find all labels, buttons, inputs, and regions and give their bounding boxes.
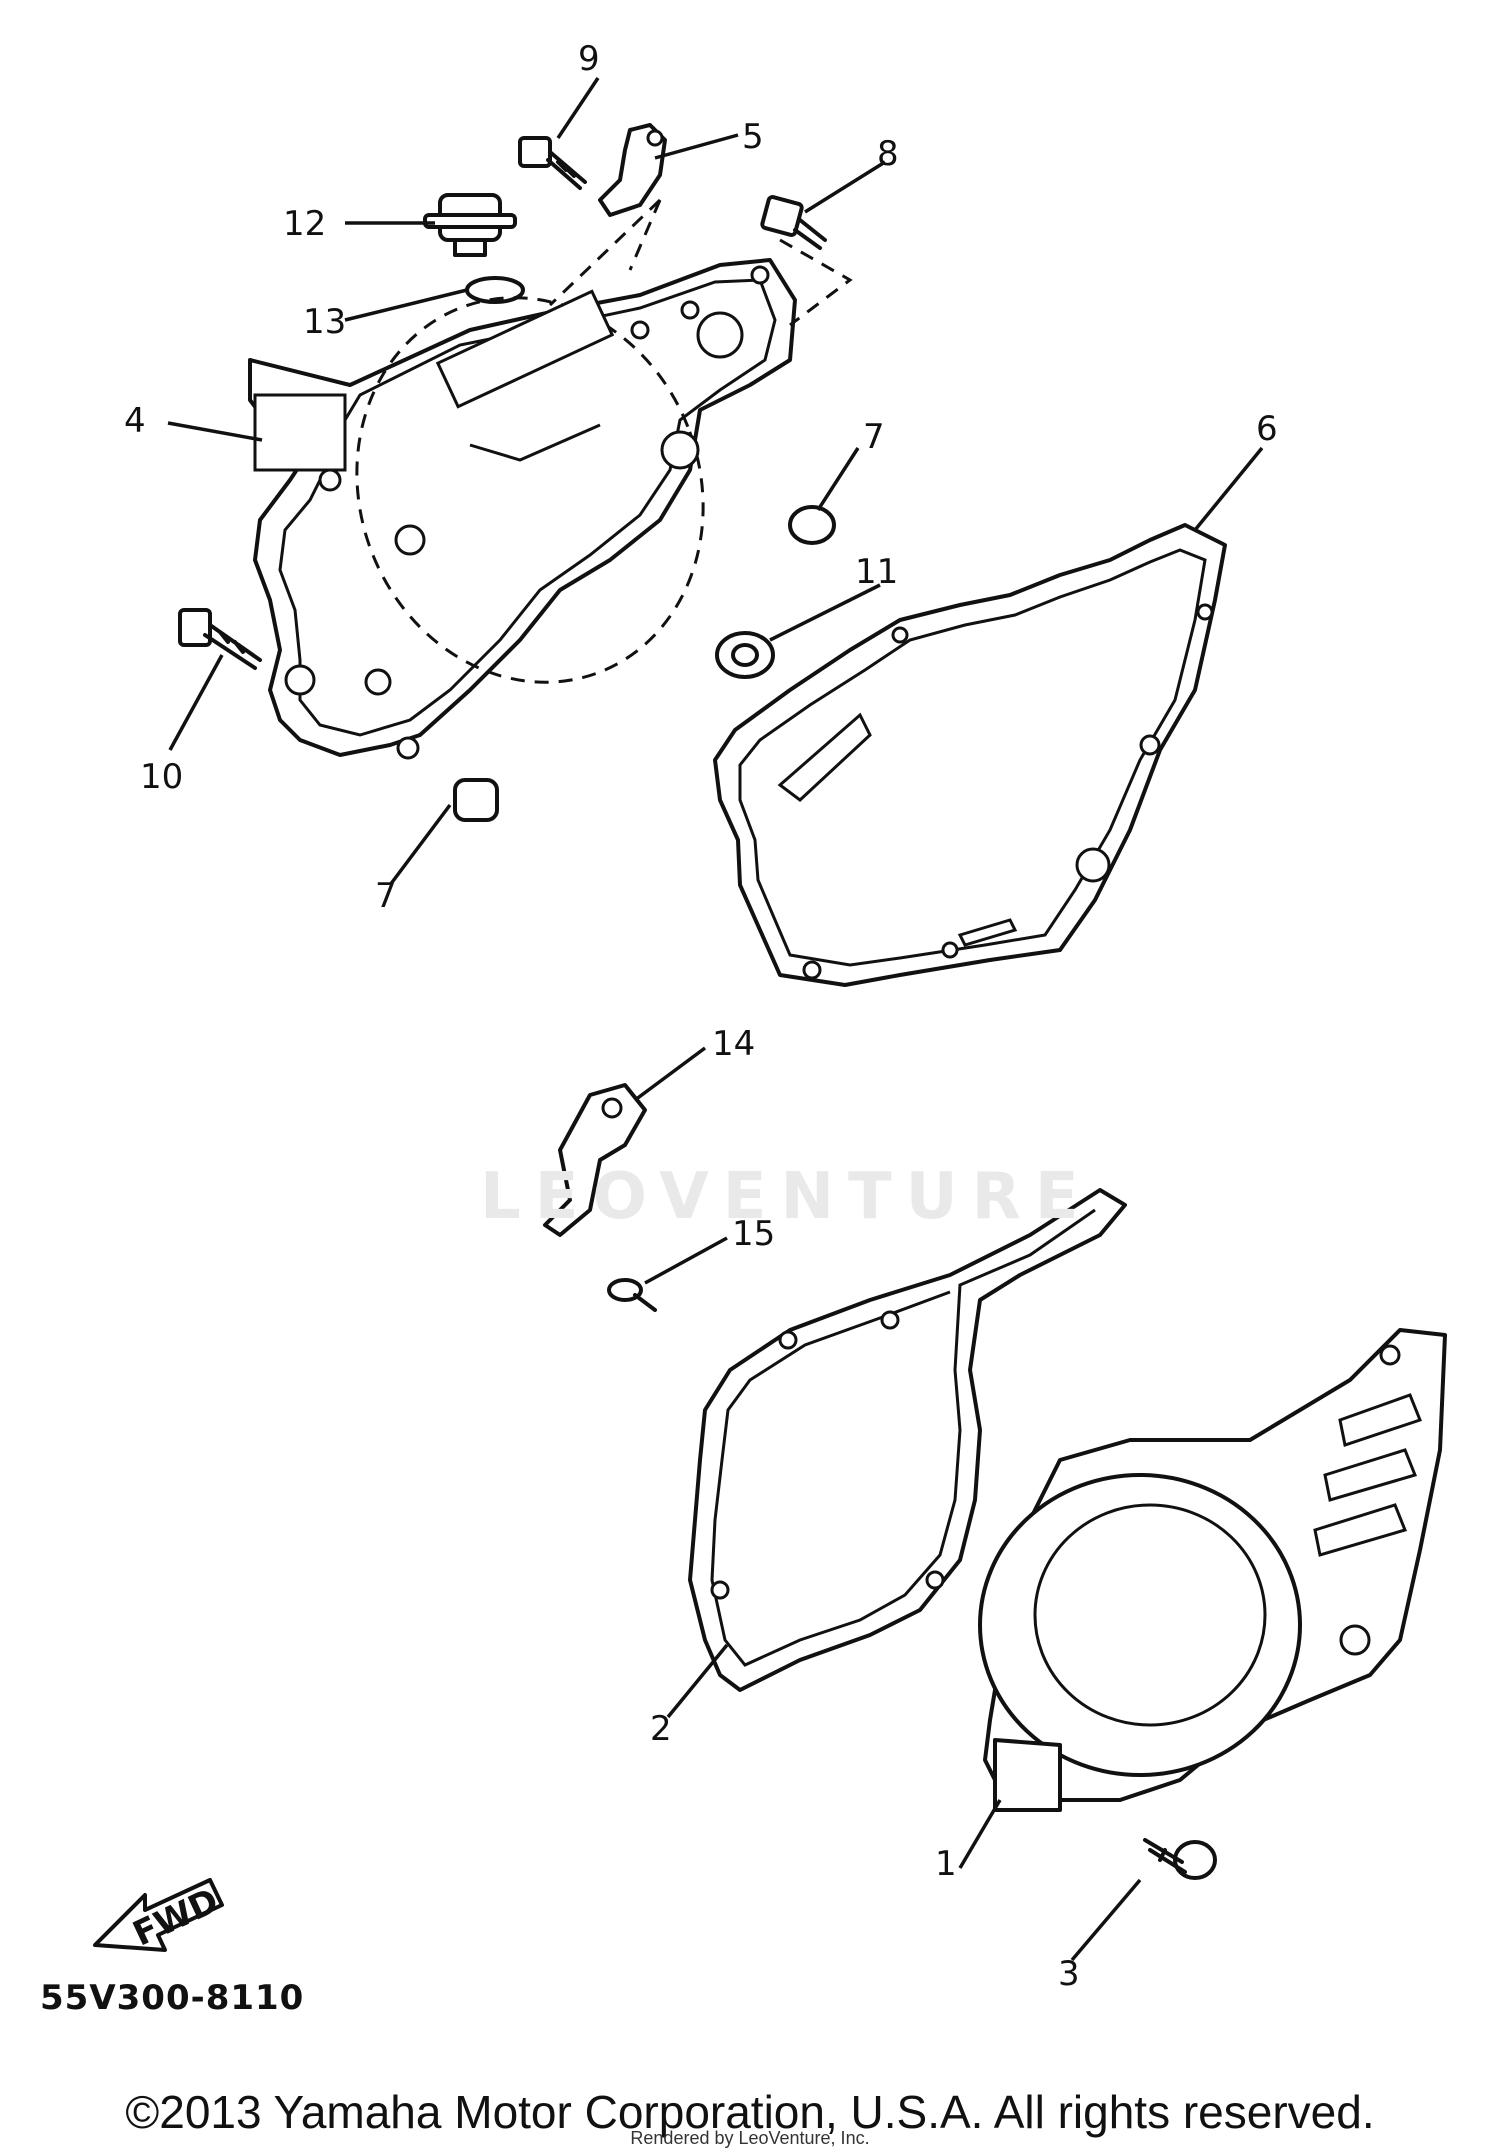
collar-part-7-lower (453, 778, 499, 822)
callout-3: 3 (1058, 1954, 1080, 1994)
rendered-by-note: Rendered by LeoVenture, Inc. (630, 2128, 870, 2148)
seal-part-11 (715, 631, 775, 679)
callout-5: 5 (742, 117, 764, 157)
forward-arrow-icon: FWD (93, 1878, 225, 1955)
bracket-part-5 (598, 123, 667, 217)
callout-6: 6 (1256, 409, 1278, 449)
cover-part-1 (978, 1328, 1447, 1812)
callout-8: 8 (877, 134, 899, 174)
callout-2: 2 (650, 1709, 672, 1749)
bolt-part-9 (518, 136, 587, 190)
callout-7-upper: 7 (863, 417, 885, 457)
callout-11: 11 (855, 552, 898, 592)
bolt-part-10 (178, 608, 262, 670)
callout-1: 1 (935, 1844, 957, 1884)
callout-9: 9 (578, 39, 600, 79)
callout-4: 4 (124, 401, 146, 441)
callout-13: 13 (303, 302, 346, 342)
plug-part-12 (423, 193, 517, 257)
leader-lines (167, 77, 1264, 1962)
bracket-part-14 (543, 1083, 647, 1237)
fwd-label: FWD (127, 1881, 225, 1955)
gasket-part-6 (713, 523, 1227, 987)
bolt-part-3 (1143, 1838, 1217, 1880)
callout-7-lower: 7 (375, 876, 397, 916)
diagram-code: 55V300-8110 (40, 1978, 305, 2018)
callout-12: 12 (283, 204, 326, 244)
watermark: LEOVENTURE (480, 1160, 1093, 1234)
collar-part-7-upper (788, 505, 836, 545)
callout-10: 10 (140, 757, 183, 797)
screw-part-15 (607, 1278, 657, 1312)
callout-15: 15 (732, 1214, 775, 1254)
callout-labels: 9 5 8 12 13 4 7 6 11 10 7 14 15 2 1 3 (124, 39, 1278, 1994)
bolt-part-8 (760, 195, 827, 250)
gasket-part-2 (688, 1188, 1127, 1692)
copyright-notice: ©2013 Yamaha Motor Corporation, U.S.A. A… (125, 2086, 1375, 2138)
crankcase-cover-part-4 (248, 258, 797, 760)
callout-14: 14 (712, 1024, 755, 1064)
assembly-guide-lines (548, 198, 853, 327)
